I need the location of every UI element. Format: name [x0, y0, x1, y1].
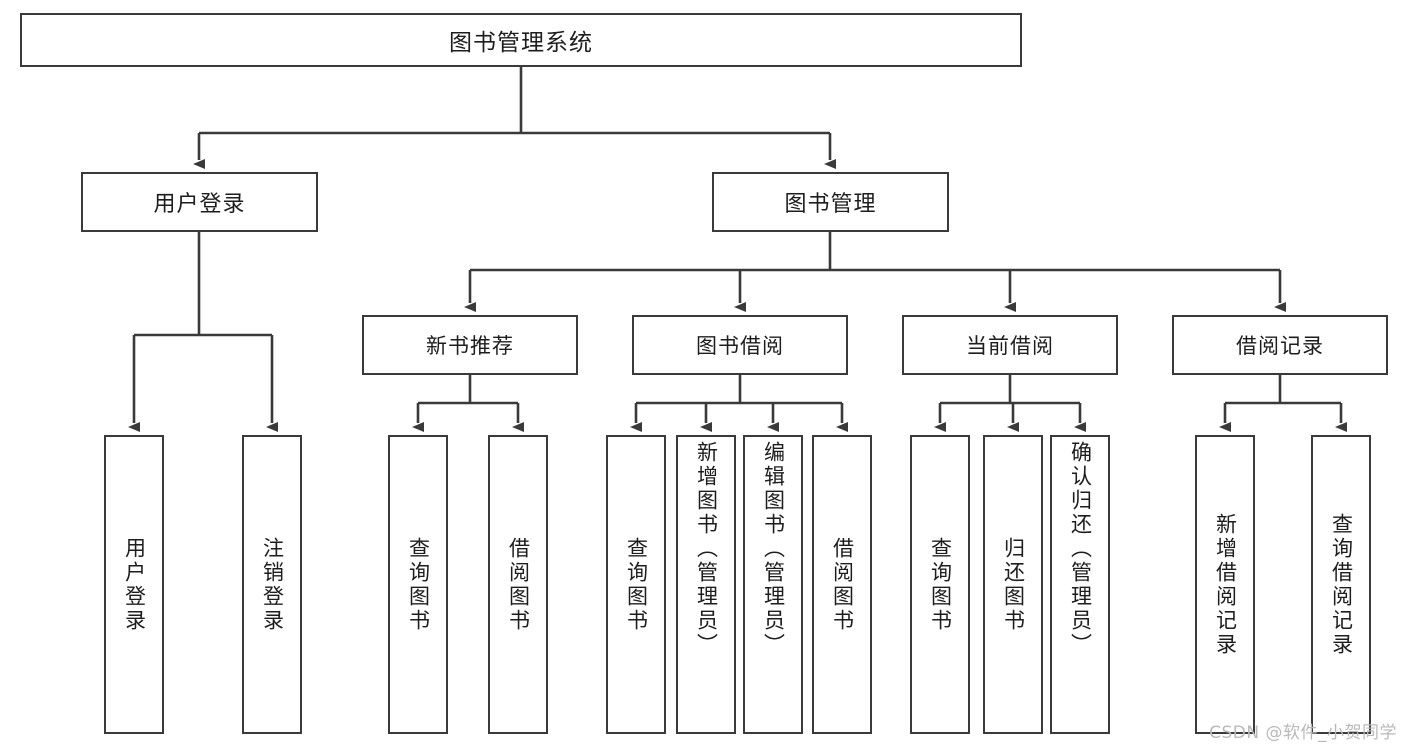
- node-root-system[interactable]: 图书管理系统: [20, 13, 1022, 67]
- node-leaf-edit-book-admin[interactable]: 编辑图书（管理员）: [743, 435, 803, 734]
- node-leaf-borrow-book-2[interactable]: 借阅图书: [812, 435, 872, 734]
- node-leaf-query-book-2-label: 查询图书: [624, 536, 649, 633]
- node-leaf-add-borrow-record-label: 新增借阅记录: [1213, 512, 1238, 657]
- node-leaf-edit-book-admin-label: 编辑图书（管理员）: [761, 441, 786, 657]
- node-leaf-query-book-3[interactable]: 查询图书: [910, 435, 970, 734]
- node-user-login-label: 用户登录: [153, 192, 246, 217]
- node-book-management[interactable]: 图书管理: [712, 172, 949, 232]
- node-leaf-query-book-1-label: 查询图书: [406, 536, 431, 633]
- node-leaf-user-logout[interactable]: 注销登录: [242, 435, 302, 734]
- node-leaf-add-borrow-record[interactable]: 新增借阅记录: [1195, 435, 1255, 734]
- node-leaf-confirm-return-admin[interactable]: 确认归还（管理员）: [1050, 435, 1110, 734]
- edges-borrow-record: [1219, 375, 1347, 432]
- node-current-borrow-label: 当前借阅: [966, 334, 1054, 358]
- node-leaf-return-book[interactable]: 归还图书: [983, 435, 1043, 734]
- node-book-borrow-label: 图书借阅: [696, 334, 784, 358]
- node-leaf-query-book-1[interactable]: 查询图书: [388, 435, 448, 734]
- edges-book-management: [464, 232, 1286, 312]
- edges-book-borrow: [630, 375, 848, 432]
- node-book-borrow[interactable]: 图书借阅: [632, 315, 848, 375]
- node-new-book-recommend[interactable]: 新书推荐: [362, 315, 578, 375]
- node-leaf-borrow-book-2-label: 借阅图书: [830, 536, 855, 633]
- node-leaf-add-book-admin[interactable]: 新增图书（管理员）: [676, 435, 736, 734]
- node-new-book-recommend-label: 新书推荐: [426, 334, 514, 358]
- node-user-login[interactable]: 用户登录: [81, 172, 318, 232]
- node-leaf-query-book-3-label: 查询图书: [928, 536, 953, 633]
- node-book-management-label: 图书管理: [784, 192, 877, 217]
- node-borrow-record-label: 借阅记录: [1236, 334, 1324, 358]
- node-leaf-query-book-2[interactable]: 查询图书: [606, 435, 666, 734]
- node-leaf-user-login-label: 用户登录: [122, 536, 147, 633]
- node-leaf-confirm-return-admin-label: 确认归还（管理员）: [1068, 441, 1093, 657]
- node-leaf-add-book-admin-label: 新增图书（管理员）: [694, 441, 719, 657]
- node-leaf-user-logout-label: 注销登录: [260, 536, 285, 633]
- node-leaf-user-login[interactable]: 用户登录: [104, 435, 164, 734]
- watermark-text: CSDN @软件_小贺同学: [1209, 723, 1397, 743]
- node-leaf-borrow-book-1-label: 借阅图书: [506, 536, 531, 633]
- node-current-borrow[interactable]: 当前借阅: [902, 315, 1118, 375]
- edges-current-borrow: [934, 375, 1086, 432]
- node-root-system-label: 图书管理系统: [449, 30, 593, 56]
- edges-new-book-recommend: [412, 375, 524, 432]
- node-leaf-return-book-label: 归还图书: [1001, 536, 1026, 633]
- node-borrow-record[interactable]: 借阅记录: [1172, 315, 1388, 375]
- node-leaf-borrow-book-1[interactable]: 借阅图书: [488, 435, 548, 734]
- node-leaf-query-borrow-record-label: 查询借阅记录: [1329, 512, 1354, 657]
- node-leaf-query-borrow-record[interactable]: 查询借阅记录: [1311, 435, 1371, 734]
- edges-root: [193, 67, 836, 169]
- edges-user-login: [128, 232, 278, 432]
